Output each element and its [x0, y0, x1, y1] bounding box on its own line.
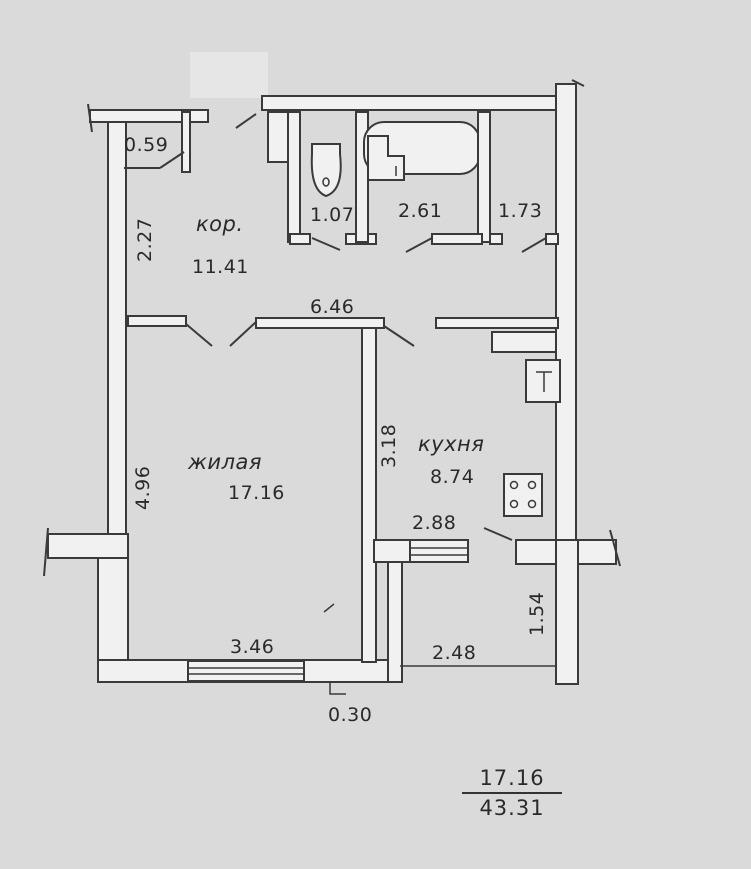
storage-bottom-left: [489, 233, 503, 245]
kitchen-counter: [491, 331, 557, 353]
stove-icon: [503, 473, 543, 517]
left-stub-wall: [47, 533, 129, 559]
bath-door: [405, 237, 433, 253]
balcony-right-wall: [555, 539, 579, 685]
left-break: [43, 527, 49, 577]
kitchen-window: [409, 539, 469, 563]
overall-total: 43.31: [479, 796, 545, 820]
storage-bottom-right: [545, 233, 559, 245]
sink-icon: [525, 359, 561, 403]
living-length: 4.96: [132, 465, 154, 510]
toilet-icon: [310, 143, 342, 198]
kitchen-name: кухня: [418, 432, 485, 456]
living-total: 17.16: [479, 766, 545, 790]
wc-bottom-left: [289, 233, 311, 245]
bath-bottom: [431, 233, 483, 245]
storage-door: [521, 237, 547, 253]
living-room-area: 17.16: [228, 482, 285, 504]
balcony-left-wall: [387, 561, 403, 683]
closet-area: 0.59: [124, 134, 169, 156]
wc-area: 1.07: [310, 204, 355, 226]
burner-icon: [509, 480, 519, 490]
corridor-width: 6.46: [310, 296, 355, 318]
bath-right-wall: [477, 111, 491, 243]
wc-box: [267, 111, 291, 163]
top-wall-right: [261, 95, 573, 111]
partition-top-mid: [255, 317, 385, 329]
wall-break-right: [571, 79, 585, 87]
right-wall: [555, 83, 577, 541]
pencil-mark: [323, 603, 335, 613]
kitchen-area: 8.74: [430, 466, 475, 488]
balcony-depth: 1.54: [526, 591, 548, 636]
left-pier: [97, 539, 129, 683]
door-swing: [235, 113, 257, 129]
storage-area: 1.73: [498, 200, 543, 222]
kitchen-length: 3.18: [378, 423, 400, 468]
corridor-area: 11.41: [192, 256, 249, 278]
door-swing: [229, 321, 257, 347]
closet-wall: [181, 111, 191, 173]
area-summary: 17.16 43.31: [462, 766, 562, 820]
corridor-name: кор.: [196, 212, 244, 236]
door-swing: [185, 323, 213, 347]
wall-offset: 0.30: [328, 704, 373, 726]
balcony-width: 2.48: [432, 642, 477, 664]
sink-tap: [536, 371, 552, 392]
burner-icon: [527, 499, 537, 509]
door-swing: [383, 325, 415, 347]
living-room-name: жилая: [188, 450, 262, 474]
partition-living-kitchen: [361, 321, 377, 663]
bath-area: 2.61: [398, 200, 443, 222]
bath-fixture: [367, 135, 405, 181]
partition-top-right: [435, 317, 559, 329]
wall-break-left: [87, 103, 93, 133]
living-width: 3.46: [230, 636, 275, 658]
partition-top-left: [127, 315, 187, 327]
balcony-door: [483, 527, 513, 541]
wc-left-wall: [287, 111, 301, 243]
fraction-bar: [462, 792, 562, 794]
toilet-drain: [322, 177, 330, 187]
bottom-window: [187, 660, 305, 682]
smudge: [190, 52, 268, 98]
kitchen-sill-left: [373, 539, 411, 563]
right-break: [609, 529, 621, 567]
window-opening: 2.88: [412, 512, 457, 534]
burner-icon: [527, 480, 537, 490]
wc-door: [311, 237, 341, 251]
offset-tick: [329, 682, 346, 695]
closet-door: [159, 151, 185, 169]
burner-icon: [509, 499, 519, 509]
corridor-depth: 2.27: [134, 217, 156, 262]
